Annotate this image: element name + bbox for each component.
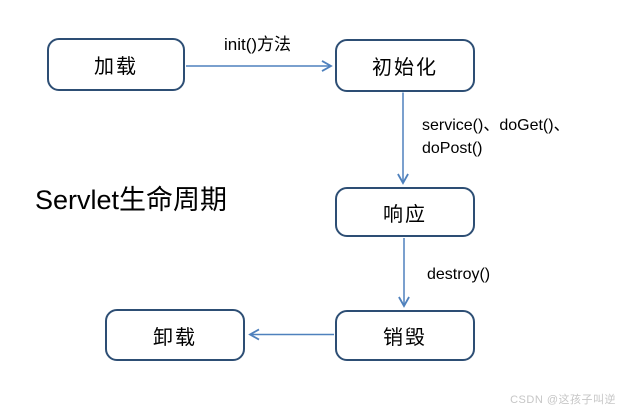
node-destroy-label: 销毁 <box>383 327 427 349</box>
node-load-label: 加载 <box>94 56 138 78</box>
node-destroy: 销毁 <box>335 310 475 361</box>
edge-label-service-methods: service()、doGet()、doPost() <box>422 117 570 157</box>
csdn-watermark: CSDN @这孩子叫逆 <box>510 394 616 406</box>
node-unload: 卸载 <box>105 309 245 361</box>
node-initialize-label: 初始化 <box>372 57 438 79</box>
edge-label-destroy-method: destroy() <box>427 266 491 283</box>
node-initialize: 初始化 <box>335 39 475 92</box>
edge-label-init-method: init()方法 <box>224 35 292 54</box>
node-load: 加载 <box>47 38 185 91</box>
node-respond: 响应 <box>335 187 475 237</box>
diagram-title: Servlet生命周期 <box>35 185 228 215</box>
node-unload-label: 卸载 <box>153 326 197 349</box>
node-respond-label: 响应 <box>383 203 427 226</box>
